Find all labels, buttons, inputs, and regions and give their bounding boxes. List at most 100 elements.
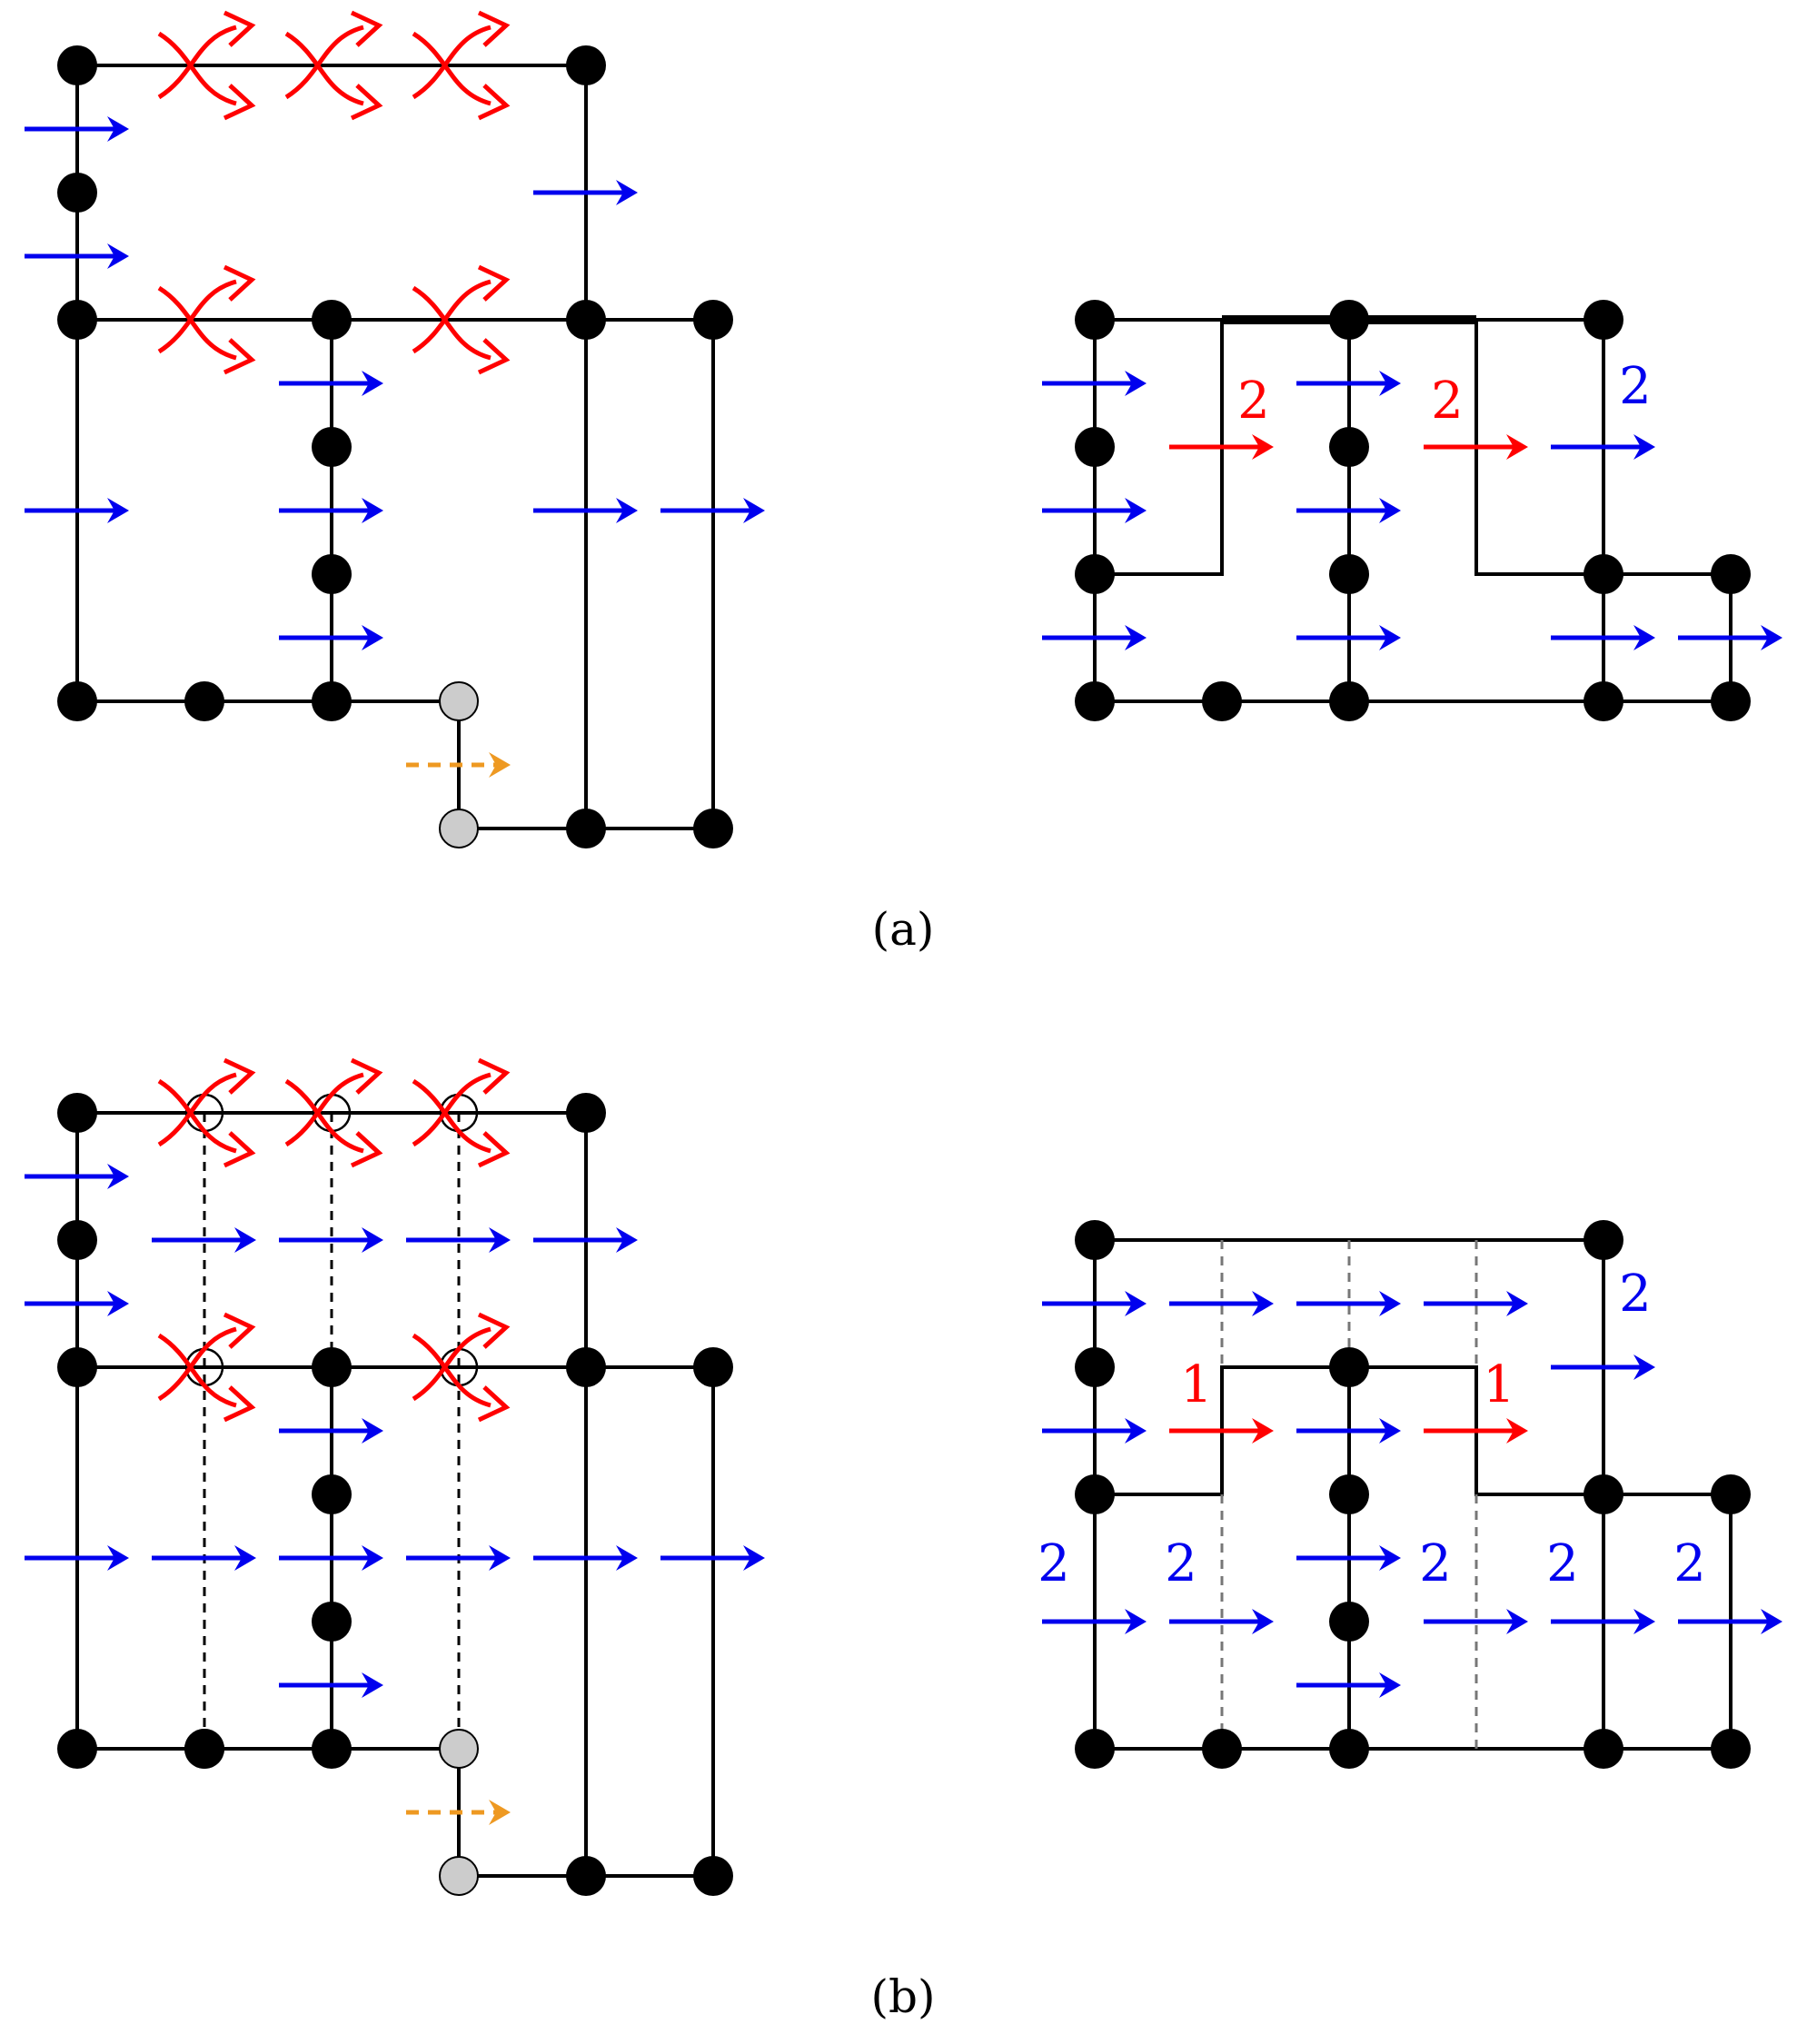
arrow-head — [1379, 1545, 1401, 1571]
right-arrow-icon — [1296, 1545, 1401, 1571]
right-arrow-icon — [660, 498, 765, 523]
right-arrow-icon — [1551, 625, 1655, 650]
swap-head-down — [223, 1131, 256, 1168]
node — [1711, 1474, 1751, 1514]
right-arrow-icon — [1551, 1609, 1655, 1634]
swap-curve-up — [412, 25, 491, 100]
crossing-swap-icon — [412, 1312, 511, 1423]
arrow-head — [743, 1545, 765, 1571]
arrow-head — [1125, 498, 1147, 523]
right-arrow-icon — [1296, 1672, 1401, 1698]
swap-curve-down — [157, 31, 237, 106]
swap-head-up — [477, 1312, 511, 1349]
arrow-head — [1379, 498, 1401, 523]
crossing-swap-icon — [284, 10, 383, 121]
node — [1075, 681, 1115, 721]
right-arrow-icon — [1042, 1418, 1147, 1444]
caption-a: (a) — [872, 903, 935, 956]
node — [1075, 1474, 1115, 1514]
flow-label: 2 — [1619, 1265, 1652, 1324]
swap-curve-down — [157, 285, 237, 361]
right-arrow-icon — [1296, 1291, 1401, 1316]
node — [57, 681, 97, 721]
panel-b-left-diagram — [25, 1057, 765, 1896]
arrow-head — [1633, 1609, 1655, 1634]
node — [693, 1347, 733, 1387]
arrow-head — [1633, 434, 1655, 460]
right-arrow-icon — [279, 625, 383, 650]
flow-label: 2 — [1165, 1534, 1197, 1593]
right-arrow-icon — [1296, 1418, 1401, 1444]
crossing-swap-icon — [412, 10, 511, 121]
right-arrow-icon — [1678, 625, 1782, 650]
node — [1329, 1602, 1369, 1642]
swap-curve-up — [284, 1072, 364, 1147]
arrow-head — [616, 1227, 638, 1253]
crossing-swap-icon — [412, 264, 511, 375]
ghost-node — [439, 1856, 479, 1896]
node — [1075, 554, 1115, 594]
arrow-head — [107, 498, 129, 523]
node — [312, 300, 352, 340]
arrow-head — [1761, 625, 1782, 650]
node — [693, 809, 733, 848]
arrow-head — [616, 1545, 638, 1571]
arrow-head — [1379, 371, 1401, 396]
arrow-head — [1252, 1418, 1274, 1444]
panel-a-left-diagram — [25, 10, 765, 848]
arrow-head — [1125, 1291, 1147, 1316]
arrow-head — [1506, 434, 1528, 460]
right-arrow-icon — [1424, 1418, 1528, 1444]
node — [57, 1220, 97, 1260]
right-arrow-icon — [1042, 1609, 1147, 1634]
node — [1584, 1220, 1623, 1260]
right-arrow-icon — [406, 1545, 511, 1571]
arrow-head — [1379, 625, 1401, 650]
arrow-head — [743, 498, 765, 523]
dashed-right-arrow-icon — [406, 752, 511, 778]
right-arrow-icon — [1424, 434, 1528, 460]
crossing-swap-icon — [157, 1312, 256, 1423]
arrow-head — [1125, 1609, 1147, 1634]
flow-label: 2 — [1431, 372, 1464, 431]
right-arrow-icon — [152, 1545, 256, 1571]
right-arrow-icon — [1551, 434, 1655, 460]
right-arrow-icon — [279, 1418, 383, 1444]
swap-curve-up — [157, 1326, 237, 1402]
node — [57, 300, 97, 340]
swap-head-down — [477, 84, 511, 121]
right-arrow-icon — [1042, 1291, 1147, 1316]
node — [184, 681, 224, 721]
right-arrow-icon — [1678, 1609, 1782, 1634]
right-arrow-icon — [1042, 625, 1147, 650]
crossing-swap-icon — [412, 1057, 511, 1168]
swap-curve-up — [157, 279, 237, 354]
node — [1711, 554, 1751, 594]
flow-label: 1 — [1180, 1355, 1213, 1414]
right-arrow-icon — [1296, 371, 1401, 396]
node — [312, 427, 352, 467]
right-arrow-icon — [279, 1545, 383, 1571]
arrow-head — [489, 1800, 511, 1825]
dashed-right-arrow-icon — [406, 1800, 511, 1825]
arrow-head — [107, 116, 129, 142]
swap-head-up — [223, 264, 256, 302]
arrow-head — [1379, 1672, 1401, 1698]
right-arrow-icon — [1424, 1291, 1528, 1316]
node — [312, 1602, 352, 1642]
right-arrow-icon — [25, 116, 129, 142]
right-arrow-icon — [25, 1291, 129, 1316]
swap-curve-down — [412, 1078, 491, 1154]
node — [57, 45, 97, 85]
arrow-head — [362, 1418, 383, 1444]
right-arrow-icon — [279, 1672, 383, 1698]
right-arrow-icon — [25, 243, 129, 269]
swap-head-up — [477, 10, 511, 47]
arrow-head — [1252, 434, 1274, 460]
crossing-swap-icon — [157, 10, 256, 121]
arrow-head — [107, 1545, 129, 1571]
swap-head-down — [223, 84, 256, 121]
right-arrow-icon — [533, 498, 638, 523]
right-arrow-icon — [1042, 498, 1147, 523]
node — [184, 1729, 224, 1769]
